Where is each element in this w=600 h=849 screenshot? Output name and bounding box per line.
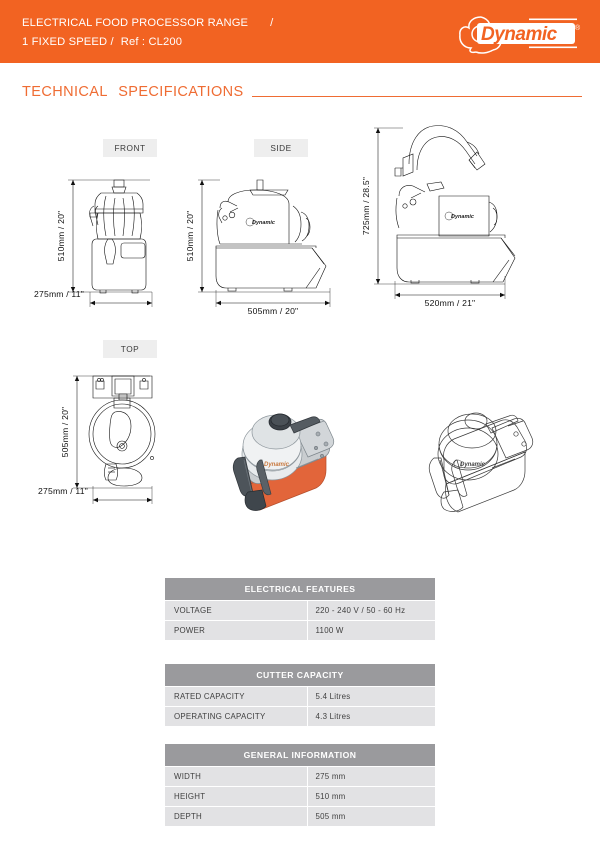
table-electrical-features: ELECTRICAL FEATURES VOLTAGE 220 - 240 V … xyxy=(165,578,436,641)
speed-spec: 1 FIXED SPEED / xyxy=(22,36,114,48)
front-view-drawing: 510mm / 20" 275mm / 11" xyxy=(20,170,190,310)
row-label-operating-capacity: OPERATING CAPACITY xyxy=(165,706,308,727)
table-row: POWER 1100 W xyxy=(165,620,436,641)
table-cutter-capacity: CUTTER CAPACITY RATED CAPACITY 5.4 Litre… xyxy=(165,664,435,727)
table-row: OPERATING CAPACITY 4.3 Litres xyxy=(165,706,435,727)
logo-wordmark: Dynamic ® xyxy=(477,18,581,49)
svg-text:Dynamic: Dynamic xyxy=(451,214,474,220)
svg-text:Dynamic: Dynamic xyxy=(481,24,558,45)
ref-label: Ref : xyxy=(120,36,146,48)
table-general-information: GENERAL INFORMATION WIDTH 275 mm HEIGHT … xyxy=(165,744,436,827)
row-label-power: POWER xyxy=(165,620,308,641)
page-title-word-2: SPECIFICATIONS xyxy=(118,84,244,100)
side-width-dim: 505mm / 20" xyxy=(248,306,299,316)
page-title-word-1: TECHNICAL xyxy=(22,84,108,100)
row-value-width: 275 mm xyxy=(307,766,436,787)
table-header-row: CUTTER CAPACITY xyxy=(165,664,435,687)
svg-text:Dynamic: Dynamic xyxy=(460,462,486,468)
row-value-height: 510 mm xyxy=(307,786,436,807)
table-row: VOLTAGE 220 - 240 V / 50 - 60 Hz xyxy=(165,600,436,621)
open-width-dim: 520mm / 21" xyxy=(425,298,476,308)
open-height-dim: 725mm / 28.5" xyxy=(361,177,371,235)
table-header-electrical-features: ELECTRICAL FEATURES xyxy=(165,578,436,601)
page-title: TECHNICAL SPECIFICATIONS xyxy=(22,84,244,100)
row-label-depth: DEPTH xyxy=(165,806,308,827)
front-width-dim: 275mm / 11" xyxy=(34,289,84,299)
product-range-title: ELECTRICAL FOOD PROCESSOR RANGE xyxy=(22,17,249,29)
svg-text:Dynamic: Dynamic xyxy=(252,220,275,226)
view-label-side: SIDE xyxy=(254,139,308,157)
top-view-drawing: 505mm / 20" 275mm / 11" xyxy=(20,368,190,518)
svg-text:®: ® xyxy=(575,24,581,32)
table-row: HEIGHT 510 mm xyxy=(165,786,436,807)
table-row: DEPTH 505 mm xyxy=(165,806,436,827)
table-row: RATED CAPACITY 5.4 Litres xyxy=(165,686,435,707)
table-row: WIDTH 275 mm xyxy=(165,766,436,787)
row-label-voltage: VOLTAGE xyxy=(165,600,308,621)
row-value-rated-capacity: 5.4 Litres xyxy=(307,686,435,707)
row-value-power: 1100 W xyxy=(307,620,436,641)
product-color-render: Dynamic xyxy=(222,398,372,528)
side-height-dim: 510mm / 20" xyxy=(185,211,195,262)
row-value-voltage: 220 - 240 V / 50 - 60 Hz xyxy=(307,600,436,621)
table-header-row: GENERAL INFORMATION xyxy=(165,744,436,767)
header-slash-1: / xyxy=(270,17,274,29)
table-header-cutter-capacity: CUTTER CAPACITY xyxy=(165,664,435,687)
front-height-dim: 510mm / 20" xyxy=(56,211,66,262)
top-height-dim: 505mm / 20" xyxy=(60,407,70,458)
top-width-dim: 275mm / 11" xyxy=(38,486,88,496)
dynamic-logo: Dynamic ® xyxy=(459,14,584,54)
row-label-rated-capacity: RATED CAPACITY xyxy=(165,686,308,707)
title-rule xyxy=(252,96,582,97)
product-line-drawing: Dynamic xyxy=(420,398,570,528)
view-label-top: TOP xyxy=(103,340,157,358)
side-view-drawing: Dynamic 510mm / 20" 505mm / 20" xyxy=(180,170,365,316)
table-header-row: ELECTRICAL FEATURES xyxy=(165,578,436,601)
header-line-1: ELECTRICAL FOOD PROCESSOR RANGE / xyxy=(22,14,273,33)
row-label-height: HEIGHT xyxy=(165,786,308,807)
header-line-2: 1 FIXED SPEED / Ref : CL200 xyxy=(22,33,273,52)
table-header-general-information: GENERAL INFORMATION xyxy=(165,744,436,767)
svg-text:Dynamic: Dynamic xyxy=(264,462,290,468)
row-value-depth: 505 mm xyxy=(307,806,436,827)
view-label-front: FRONT xyxy=(103,139,157,157)
ref-value: CL200 xyxy=(148,36,183,48)
header-title-block: ELECTRICAL FOOD PROCESSOR RANGE / 1 FIXED… xyxy=(22,14,273,52)
row-value-operating-capacity: 4.3 Litres xyxy=(307,706,435,727)
row-label-width: WIDTH xyxy=(165,766,308,787)
open-view-drawing: Dynamic 725mm / 28.5" 520mm / 21" xyxy=(361,118,590,313)
